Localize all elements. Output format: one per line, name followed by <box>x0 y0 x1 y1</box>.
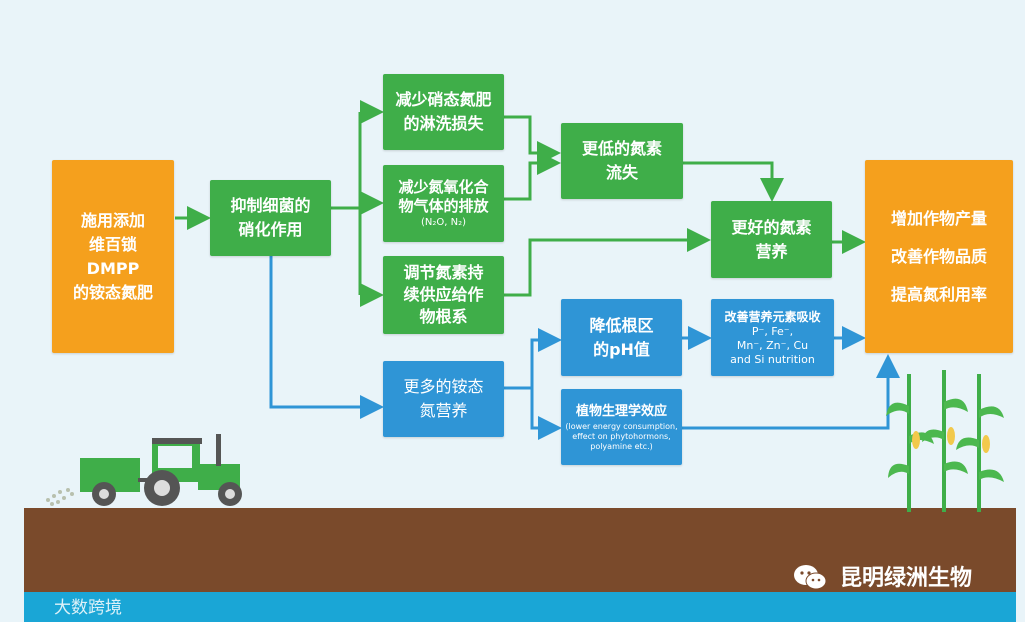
dmpp-line-2: 维百锁 <box>88 234 137 254</box>
better-nutrition-box: 更好的氮素 营养 <box>711 201 832 278</box>
better-n-line-1: 更好的氮素 <box>731 217 812 237</box>
improve-nutrient-title: 改善营养元素吸收 <box>724 309 821 324</box>
more-ammonium-line-2: 氮营养 <box>419 401 468 420</box>
reduce-leaching-box: 减少硝态氮肥 的淋洗损失 <box>383 74 504 150</box>
corn-plants-icon <box>886 370 1004 512</box>
watermark-bottom-text: 大数跨境 <box>54 598 122 618</box>
plant-phys-sub-3: polyamine etc.) <box>590 442 653 451</box>
regulate-line-1: 调节氮素持 <box>403 263 484 282</box>
result-line-3: 提高氮利用率 <box>890 284 987 304</box>
water-layer <box>24 592 1016 622</box>
inhibit-nitrification-box: 抑制细菌的 硝化作用 <box>210 180 331 256</box>
reduce-leach-line-1: 减少硝态氮肥 <box>395 90 492 109</box>
regulate-supply-box: 调节氮素持 续供应给作 物根系 <box>383 256 504 334</box>
result-box: 增加作物产量 改善作物品质 提高氮利用率 <box>865 160 1013 353</box>
lower-loss-line-1: 更低的氮素 <box>581 139 662 158</box>
soil-layer <box>24 508 1016 598</box>
lower-loss-box: 更低的氮素 流失 <box>561 123 683 199</box>
inhibit-line-1: 抑制细菌的 <box>230 196 311 215</box>
reduce-gas-line-2: 物气体的排放 <box>398 197 489 215</box>
regulate-line-3: 物根系 <box>419 307 468 326</box>
watermark-text: 昆明绿洲生物 <box>840 566 973 591</box>
improve-nutrient-sub-3: and Si nutrition <box>730 352 815 366</box>
dmpp-line-4: 的铵态氮肥 <box>72 282 153 302</box>
wechat-icon <box>794 565 827 590</box>
reduce-gas-line-1: 减少氮氧化合 <box>398 178 489 196</box>
lower-ph-line-1: 降低根区 <box>589 315 654 335</box>
improve-nutrient-sub-1: P⁻, Fe⁻, <box>751 324 794 338</box>
plant-phys-sub-2: effect on phytohormons, <box>572 432 671 441</box>
dmpp-fertilizer-box: 施用添加 维百锁 DMPP 的铵态氮肥 <box>52 160 174 353</box>
dmpp-line-3: DMPP <box>86 258 140 278</box>
reduce-leach-line-2: 的淋洗损失 <box>403 114 484 133</box>
more-ammonium-line-1: 更多的铵态 <box>403 377 484 396</box>
plant-phys-sub-1: (lower energy consumption, <box>565 422 678 431</box>
lower-loss-line-2: 流失 <box>605 163 638 182</box>
regulate-line-2: 续供应给作 <box>403 285 484 304</box>
reduce-gas-box: 减少氮氧化合 物气体的排放 (N₂O, N₂) <box>383 165 504 242</box>
lower-ph-box: 降低根区 的pH值 <box>561 299 682 376</box>
reduce-gas-subtitle: (N₂O, N₂) <box>420 217 466 228</box>
plant-physiology-box: 植物生理学效应 (lower energy consumption, effec… <box>561 389 682 465</box>
inhibit-line-2: 硝化作用 <box>238 220 303 239</box>
improve-nutrient-box: 改善营养元素吸收 P⁻, Fe⁻, Mn⁻, Zn⁻, Cu and Si nu… <box>711 299 834 376</box>
result-line-1: 增加作物产量 <box>890 208 987 228</box>
improve-nutrient-sub-2: Mn⁻, Zn⁻, Cu <box>736 338 809 352</box>
tractor-icon <box>46 434 242 506</box>
result-line-2: 改善作物品质 <box>890 246 987 266</box>
plant-phys-title: 植物生理学效应 <box>575 404 667 419</box>
lower-ph-line-2: 的pH值 <box>593 339 650 359</box>
better-n-line-2: 营养 <box>755 241 788 261</box>
more-ammonium-box: 更多的铵态 氮营养 <box>383 361 504 437</box>
dmpp-line-1: 施用添加 <box>80 210 145 230</box>
